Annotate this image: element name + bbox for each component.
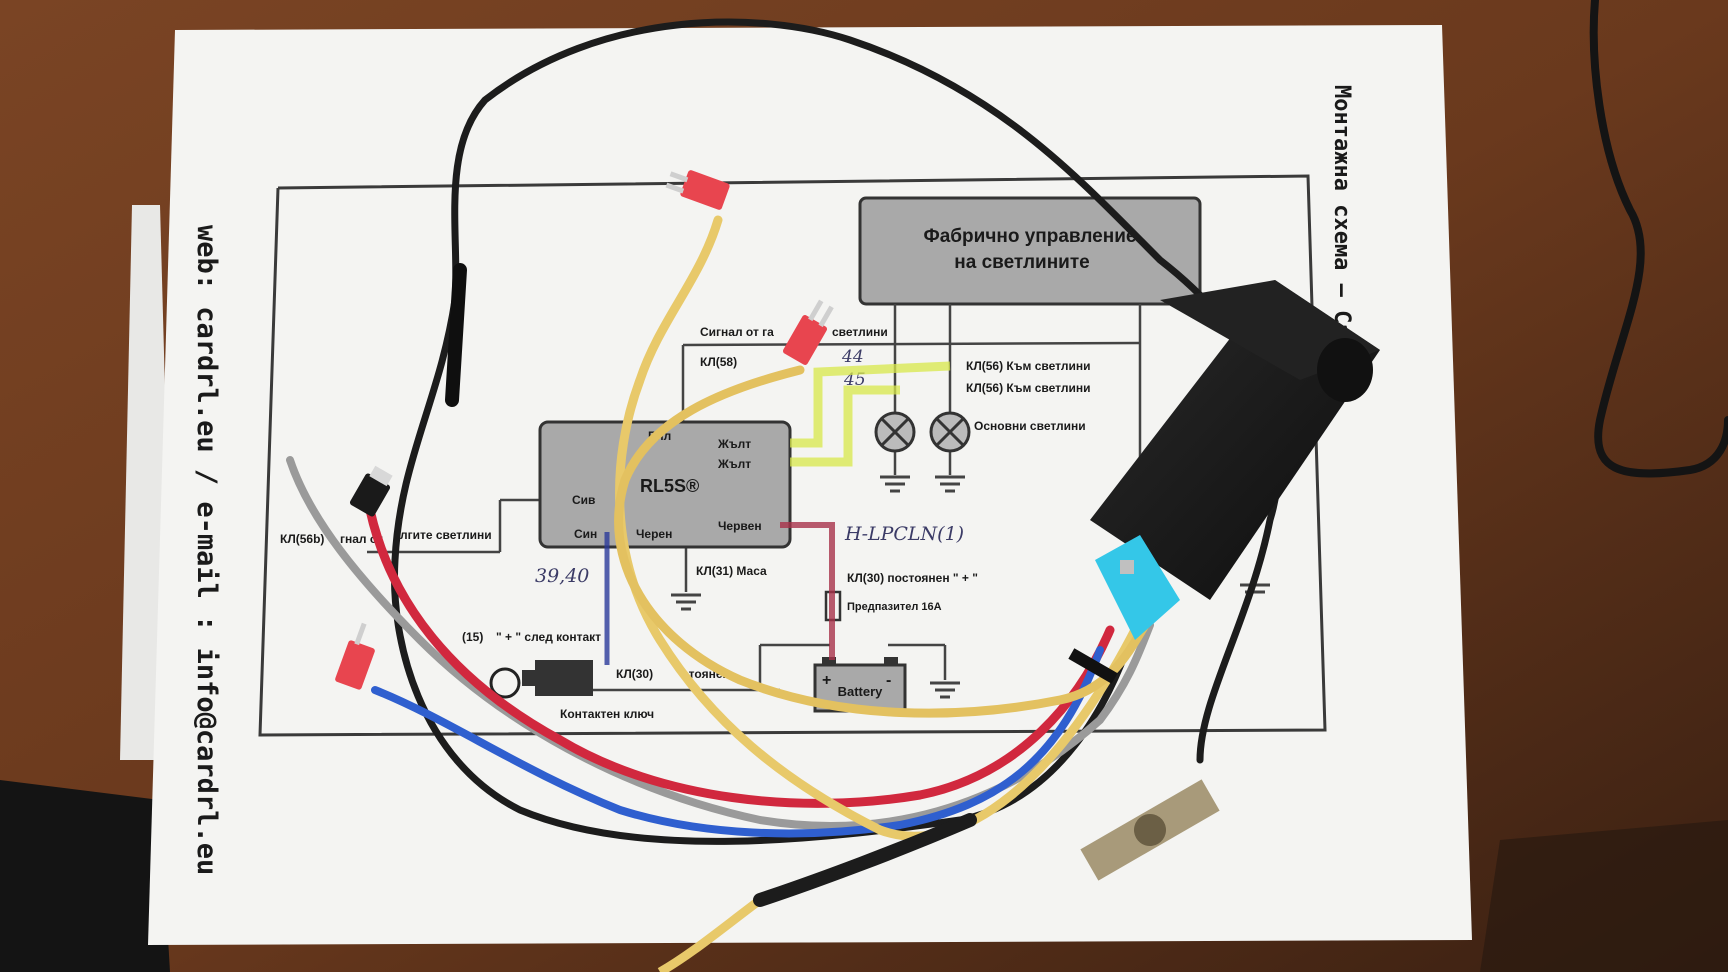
kl56b-end: лгите светлини (400, 528, 492, 542)
battery-minus: - (886, 672, 891, 689)
lamp-left (874, 411, 916, 453)
diagram-frame (258, 174, 1327, 737)
spade-connector (349, 465, 393, 517)
signal-label-end: светлини (832, 325, 888, 339)
module-name: RL5S® (640, 476, 699, 496)
diagram-lines (367, 304, 1142, 692)
factory-box-line2: на светлините (954, 252, 1089, 273)
kl56b-start: КЛ(56b) (280, 532, 324, 546)
factory-control-box (858, 196, 1202, 306)
signal-label-start: Сигнал от га (700, 325, 774, 339)
module-pin-blue: Син (574, 527, 597, 541)
desk-shadow-right (1480, 820, 1728, 972)
ignition-key-icon (489, 660, 593, 699)
kl30-const-label: КЛ(30) постоянен " + " (847, 571, 978, 585)
module-pin-red: Червен (718, 519, 762, 533)
handwritten-3940: 39,40 (535, 565, 589, 587)
drl-module-box (538, 420, 792, 549)
yellow-wire-b (614, 365, 1150, 718)
fuse-label: Предпазител 16А (847, 601, 942, 613)
side-title-start: Монтажна схема – Car (1329, 85, 1354, 350)
kl56-label-b: КЛ(56) Към светлини (966, 381, 1090, 395)
ground-symbols (671, 475, 1270, 699)
handwritten-code: H-LPCLN(1) (844, 523, 964, 545)
ignition-key-label: Контактен ключ (560, 707, 654, 721)
side-contact-text: web: cardrl.eu / e-mail : info@cardrl.eu (191, 225, 222, 875)
blue-wire (371, 646, 1104, 838)
factory-box-line1: Фабрично управление (924, 226, 1137, 247)
yellow-wire-tail (657, 896, 763, 972)
module-pin-yellow-1: Жълт (717, 437, 751, 451)
mini-fuse-bottom (335, 622, 375, 690)
main-lights-label: Основни светлини (974, 419, 1086, 433)
handwritten-44: 44 (841, 347, 864, 367)
module-pin-yellow-2: Жълт (717, 457, 751, 471)
desk-shadow (0, 780, 170, 972)
lamp-right (929, 411, 971, 453)
red-marker-trace (780, 522, 835, 660)
module-pin-black: Черен (636, 527, 672, 541)
module-pin-grey: Сив (572, 493, 595, 507)
red-wire (365, 505, 1115, 808)
battery-label: Battery (838, 684, 884, 699)
cable-tie (1068, 648, 1118, 684)
kl30-key-start: КЛ(30) (616, 667, 653, 681)
black-wire-right (1589, 0, 1728, 478)
grey-wire (286, 456, 1154, 830)
mini-fuse-middle (782, 299, 834, 365)
relay-module (1090, 280, 1380, 640)
black-wire-tail (753, 813, 977, 907)
mini-fuse-top (665, 170, 730, 210)
yellow-highlight (790, 361, 951, 467)
battery-plus: + (822, 672, 831, 689)
metal-ring-terminal (1080, 779, 1220, 881)
kl58-label: КЛ(58) (700, 355, 737, 369)
yellow-wire-a (615, 215, 1145, 841)
kl56-label-a: КЛ(56) Към светлини (966, 359, 1090, 373)
kl15-prefix: (15) (462, 630, 483, 644)
kl31-label: КЛ(31) Маса (696, 564, 767, 578)
kl15-label: " + " след контакт (496, 630, 601, 644)
heat-shrink-sleeve (445, 263, 467, 407)
